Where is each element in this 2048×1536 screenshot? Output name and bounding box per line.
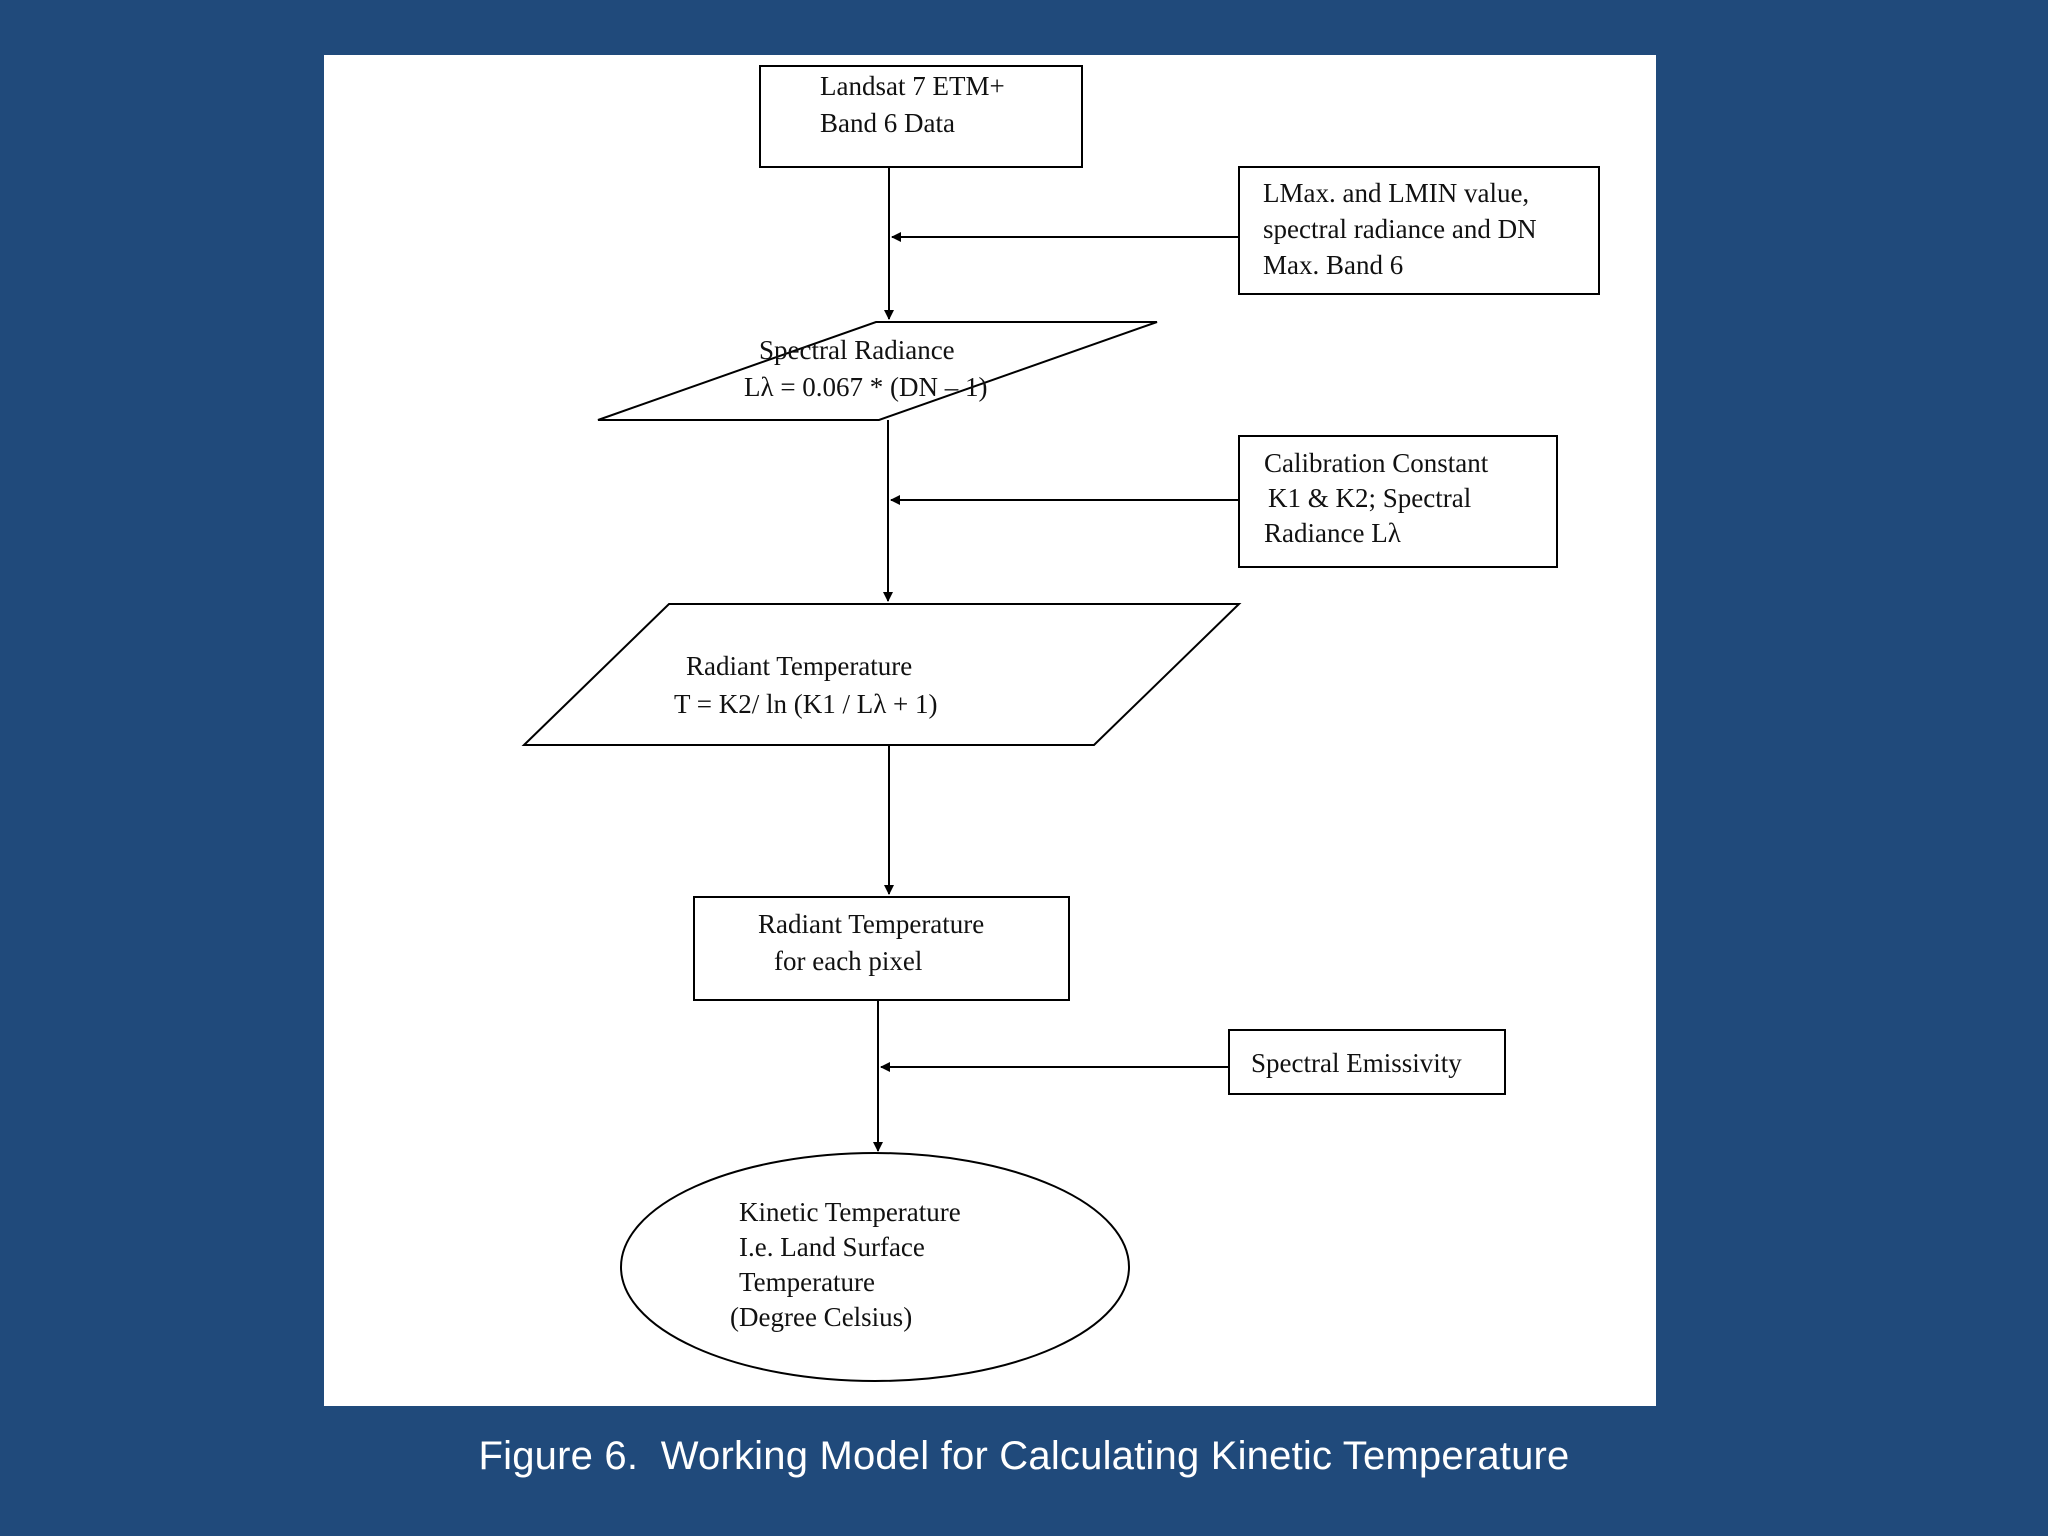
input-data-label-line-1: Landsat 7 ETM+: [820, 71, 1005, 101]
kinetic-temperature-label-line-2: I.e. Land Surface: [739, 1232, 925, 1262]
node-radiant-temperature: Radiant Temperature T = K2/ ln (K1 / Lλ +…: [521, 603, 1242, 746]
node-radiant-temperature-pixel: Radiant Temperature for each pixel: [693, 896, 1070, 1001]
radiant-temperature-pixel-label-line-1: Radiant Temperature: [758, 909, 984, 939]
radiant-temperature-label-line-1: Radiant Temperature: [686, 651, 912, 681]
kinetic-temperature-label-line-1: Kinetic Temperature: [739, 1197, 961, 1227]
calibration-input-label-line-3: Radiance Lλ: [1264, 518, 1401, 548]
kinetic-temperature-ellipse-shape: [620, 1152, 1130, 1382]
radiant-temperature-pixel-rectangle-shape: [693, 896, 1070, 1001]
lmax-input-label-line-1: LMax. and LMIN value,: [1263, 178, 1529, 208]
kinetic-temperature-label-line-4: (Degree Celsius): [730, 1302, 912, 1332]
connector-layer: [873, 167, 1239, 1152]
kinetic-temperature-label-line-3: Temperature: [739, 1267, 875, 1297]
node-spectral-emissivity: Spectral Emissivity: [1228, 1029, 1506, 1095]
radiant-temperature-label-line-2: T = K2/ ln (K1 / Lλ + 1): [674, 689, 938, 719]
spectral-emissivity-rectangle-shape: [1228, 1029, 1506, 1095]
figure-caption: Figure 6. Working Model for Calculating …: [478, 1434, 1570, 1478]
node-calibration-input: Calibration Constant K1 & K2; SpectralRad…: [1238, 435, 1558, 568]
radiant-temperature-parallelogram-shape: [521, 603, 1242, 746]
lmax-input-label-line-3: Max. Band 6: [1263, 250, 1403, 280]
lmax-input-label-line-2: spectral radiance and DN: [1263, 214, 1537, 244]
lmax-input-rectangle-shape: [1238, 166, 1600, 295]
node-spectral-radiance: Spectral Radiance Lλ = 0.067 * (DN – 1): [597, 321, 1158, 421]
calibration-input-rectangle-shape: [1238, 435, 1558, 568]
spectral-radiance-label-line-1: Spectral Radiance: [759, 335, 955, 365]
node-input-data: Landsat 7 ETM+ Band 6 Data: [759, 65, 1083, 168]
input-data-label-line-2: Band 6 Data: [820, 108, 955, 138]
radiant-temperature-pixel-label-line-2: for each pixel: [774, 946, 922, 976]
input-data-rectangle-shape: [759, 65, 1083, 168]
calibration-input-label-line-2: K1 & K2; Spectral: [1268, 483, 1471, 513]
calibration-input-label-line-1: Calibration Constant: [1264, 448, 1489, 478]
spectral-emissivity-label-line-1: Spectral Emissivity: [1251, 1048, 1462, 1078]
spectral-radiance-parallelogram-shape: [597, 321, 1158, 421]
spectral-radiance-label-line-2: Lλ = 0.067 * (DN – 1): [744, 372, 988, 402]
node-lmax-input: LMax. and LMIN value, spectral radiance a…: [1238, 166, 1600, 295]
